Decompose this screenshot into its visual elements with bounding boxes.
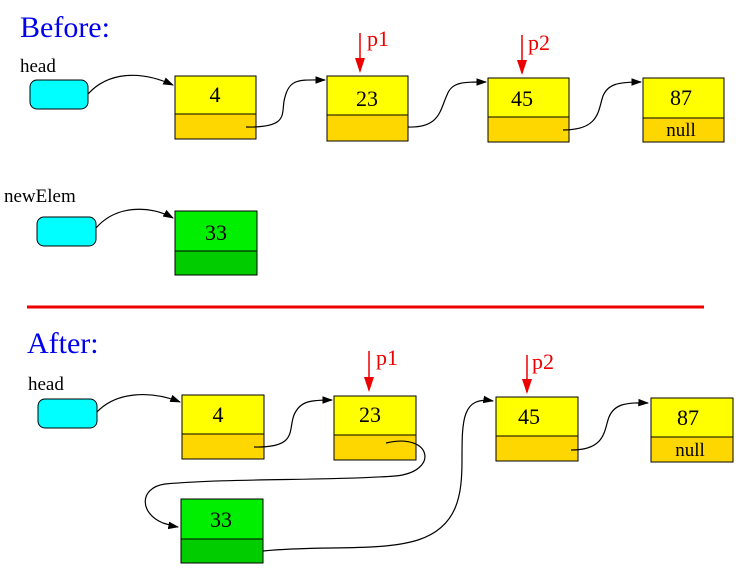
node-value: 87 <box>677 405 699 430</box>
before-p1-label: p1 <box>367 26 389 51</box>
node-value: 45 <box>511 86 533 111</box>
after-p1-arrowhead <box>364 377 374 392</box>
before-newelem-label: newElem <box>4 186 76 207</box>
after-p1-label: p1 <box>376 345 398 370</box>
after-edge-4-23 <box>253 396 334 448</box>
node-null-label: null <box>675 440 705 461</box>
node-value: 23 <box>356 86 378 111</box>
before-edge-45-87 <box>562 78 643 131</box>
node-value: 45 <box>518 404 540 429</box>
before-edge-4-23 <box>245 76 327 128</box>
after-title: After: <box>27 327 99 360</box>
before-node-87: 87 null <box>642 77 725 143</box>
before-title: Before: <box>20 11 110 44</box>
after-node-45: 45 <box>495 396 579 462</box>
before-edge-23-45 <box>407 78 488 128</box>
after-head-label: head <box>28 374 64 395</box>
after-head-arrow <box>96 393 182 413</box>
node-null-label: null <box>666 120 696 141</box>
before-node-45: 45 <box>487 77 570 143</box>
before-head-var <box>29 79 89 110</box>
before-newelem-arrow <box>95 208 174 229</box>
node-value: 4 <box>210 82 221 107</box>
node-value: 33 <box>205 220 227 245</box>
node-value: 87 <box>670 85 692 110</box>
after-p2-label: p2 <box>532 349 554 374</box>
before-new-node-33: 33 <box>174 210 258 276</box>
after-p2-arrowhead <box>522 379 532 394</box>
node-value: 33 <box>210 507 232 532</box>
before-node-23: 23 <box>326 75 409 142</box>
after-new-node-33: 33 <box>180 498 264 564</box>
after-node-87: 87 null <box>650 397 734 463</box>
node-value: 23 <box>359 402 381 427</box>
after-node-4: 4 <box>181 394 265 460</box>
before-newelem-var <box>36 216 97 247</box>
before-p2-label: p2 <box>528 30 550 55</box>
after-head-var <box>37 398 98 429</box>
after-edge-33-45 <box>262 395 495 552</box>
after-node-23: 23 <box>333 395 417 461</box>
before-head-label: head <box>20 56 56 77</box>
before-p1-arrowhead <box>355 58 365 73</box>
before-p2-arrowhead <box>517 60 527 75</box>
after-edge-45-87 <box>570 398 650 451</box>
after-edge-23-33 <box>144 440 426 530</box>
before-head-arrow <box>87 74 174 95</box>
node-value: 4 <box>213 402 224 427</box>
before-node-4: 4 <box>174 75 257 140</box>
